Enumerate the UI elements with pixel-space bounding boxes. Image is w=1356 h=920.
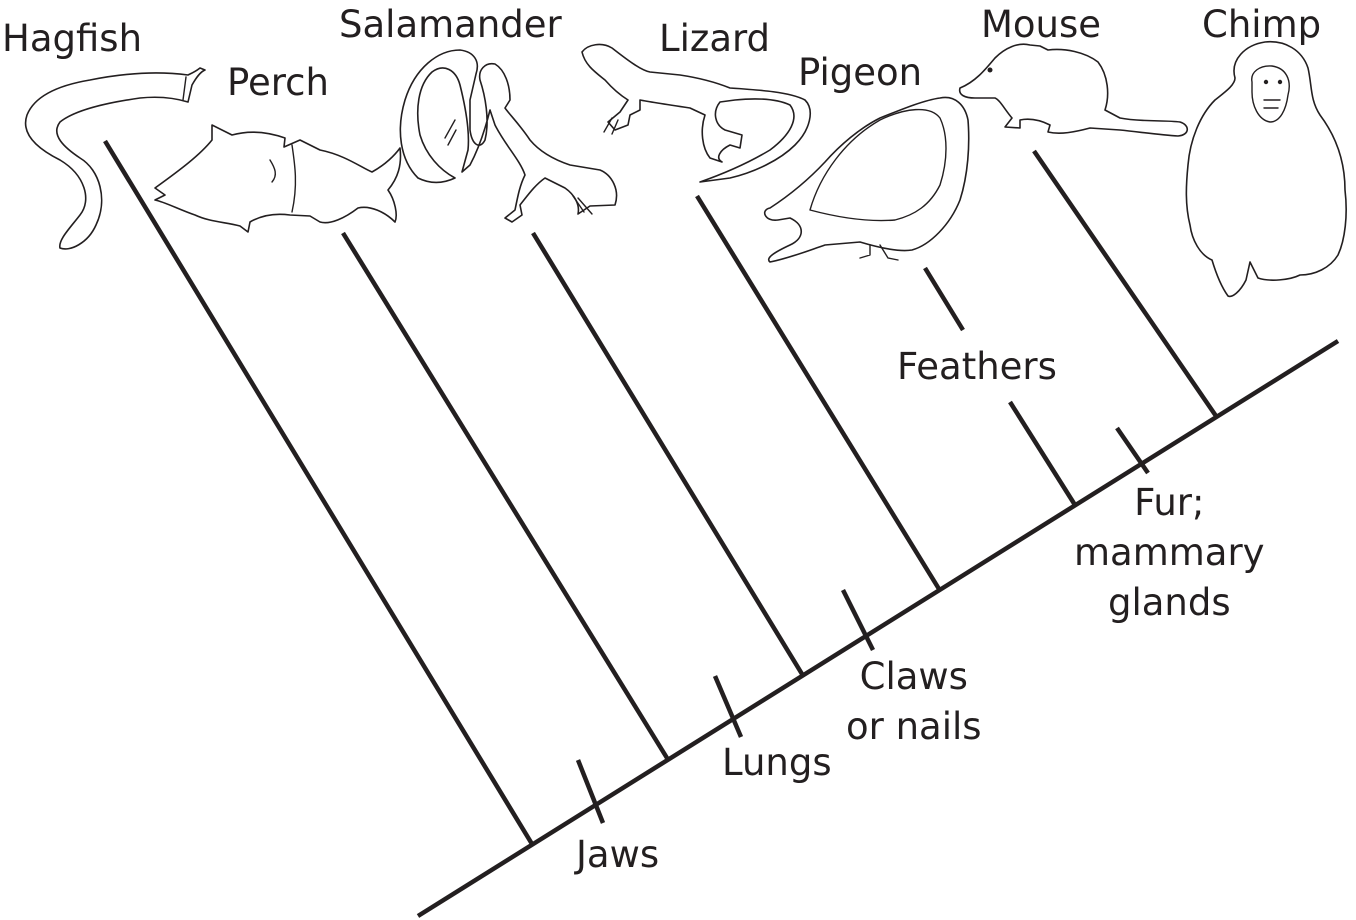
trait-fur-line-2: mammary (1074, 531, 1265, 574)
tick-fur (1115, 426, 1150, 475)
trunk-line (416, 339, 1340, 918)
chimp-silhouette (1185, 41, 1347, 298)
trait-label-feathers: Feathers (897, 342, 1057, 392)
trait-label-claws: Claws or nails (846, 652, 982, 752)
branch-pigeon (1008, 400, 1077, 507)
tick-claws (840, 588, 876, 652)
tick-jaws (575, 759, 606, 824)
trait-jaws-line-1: Jaws (576, 833, 660, 876)
chimp-eye-right (1277, 79, 1283, 85)
taxon-label-salamander: Salamander (339, 3, 562, 46)
taxon-label-hagfish: Hagfish (2, 17, 143, 60)
taxon-label-chimp: Chimp (1202, 3, 1322, 46)
branch-hagfish (103, 139, 534, 846)
branch-lizard (695, 194, 941, 591)
taxon-label-lizard: Lizard (659, 17, 771, 60)
trait-label-lungs: Lungs (722, 738, 832, 788)
taxon-label-mouse: Mouse (981, 3, 1102, 46)
mouse-silhouette (958, 43, 1189, 137)
trait-label-fur: Fur; mammary glands (1074, 478, 1265, 628)
branch-pigeon-upper (923, 266, 965, 332)
salamander-silhouette (399, 49, 618, 223)
branch-perch (341, 231, 669, 760)
trait-feathers-line-1: Feathers (897, 345, 1057, 388)
tick-lungs (712, 675, 744, 738)
branch-mouse (1032, 149, 1218, 418)
trait-claws-line-1: Claws (859, 655, 968, 698)
trait-lungs-line-1: Lungs (722, 741, 832, 784)
mouse-eye (987, 67, 993, 73)
trait-fur-line-1: Fur; (1134, 481, 1205, 524)
trait-claws-line-2: or nails (846, 705, 982, 748)
taxon-label-pigeon: Pigeon (798, 51, 923, 94)
branch-salamander (531, 231, 804, 676)
lizard-silhouette (581, 43, 811, 183)
trait-label-jaws: Jaws (576, 830, 659, 880)
perch-silhouette (154, 124, 402, 233)
trait-fur-line-3: glands (1107, 581, 1231, 624)
pigeon-silhouette (763, 96, 970, 263)
hagfish-silhouette (24, 67, 206, 250)
chimp-eye-left (1263, 79, 1269, 85)
taxon-label-perch: Perch (227, 61, 329, 104)
